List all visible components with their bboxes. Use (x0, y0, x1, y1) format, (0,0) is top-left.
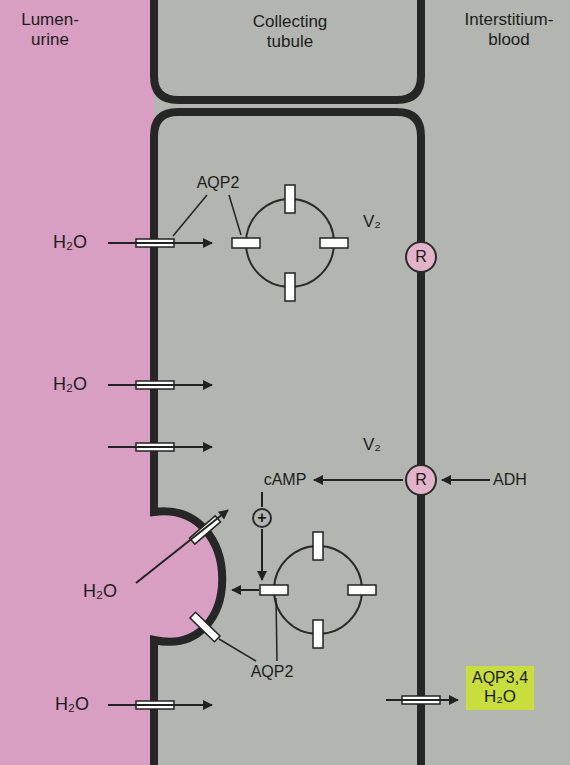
water-arrow (108, 446, 212, 448)
upper-cell (154, 0, 421, 100)
aqp2-channel (260, 585, 288, 595)
circle-symbol: R (415, 472, 427, 488)
leader-line (219, 639, 256, 661)
lumen-ground (0, 0, 154, 765)
aqp2-channel (285, 273, 295, 301)
aqp2-channel (285, 185, 295, 213)
water-arrow (136, 510, 228, 583)
water-label: H₂O (55, 695, 89, 715)
highlight-text: H₂O (472, 687, 528, 707)
upper-cell-region: Collecting tubule (158, 0, 417, 96)
messenger-label: cAMP (264, 471, 307, 489)
signal-line (261, 492, 263, 507)
leader-line (173, 195, 207, 236)
signal-arrow (314, 479, 403, 481)
aqp2-channel (348, 585, 376, 595)
region-heading: Interstitium- blood (453, 10, 565, 49)
v2-receptor: V₂R (405, 241, 437, 273)
insertion-arrow (232, 589, 259, 591)
water-arrow (108, 704, 212, 706)
water-label: H₂O (53, 375, 87, 395)
channel-label: AQP2 (251, 663, 294, 681)
water-label: H₂O (53, 233, 87, 253)
receptor-label: V₂ (363, 435, 381, 455)
tubule-cell (154, 112, 421, 765)
water-label: H₂O (83, 582, 117, 602)
stimulation-sign: + (252, 508, 272, 528)
aqp2-channel (320, 238, 348, 248)
highlight-text: AQP3,4 (472, 669, 528, 687)
hormone-label: ADH (493, 471, 527, 489)
water-arrow (108, 242, 212, 244)
region-heading: Lumen- urine (8, 10, 92, 49)
channel-label: AQP2 (197, 174, 240, 192)
aqp2-channel (313, 532, 323, 560)
interstitium-region: AQP3,4H₂O Interstitium- blood (425, 0, 570, 765)
leader-line (276, 598, 277, 661)
circle-symbol: R (415, 249, 427, 265)
water-arrow (108, 384, 212, 386)
signal-arrow (442, 479, 490, 481)
region-heading: Collecting tubule (235, 12, 345, 51)
water-arrow (386, 699, 458, 701)
aqp2-channel (190, 612, 220, 641)
receptor-label: V₂ (363, 212, 381, 232)
leader-line (229, 195, 241, 235)
v2-receptor: V₂R (405, 464, 437, 496)
signal-arrow (261, 529, 263, 580)
circle-symbol: + (257, 510, 266, 526)
aqp34-highlight: AQP3,4H₂O (466, 666, 534, 710)
aqp2-channel (313, 620, 323, 648)
aqp2-channel (232, 238, 260, 248)
